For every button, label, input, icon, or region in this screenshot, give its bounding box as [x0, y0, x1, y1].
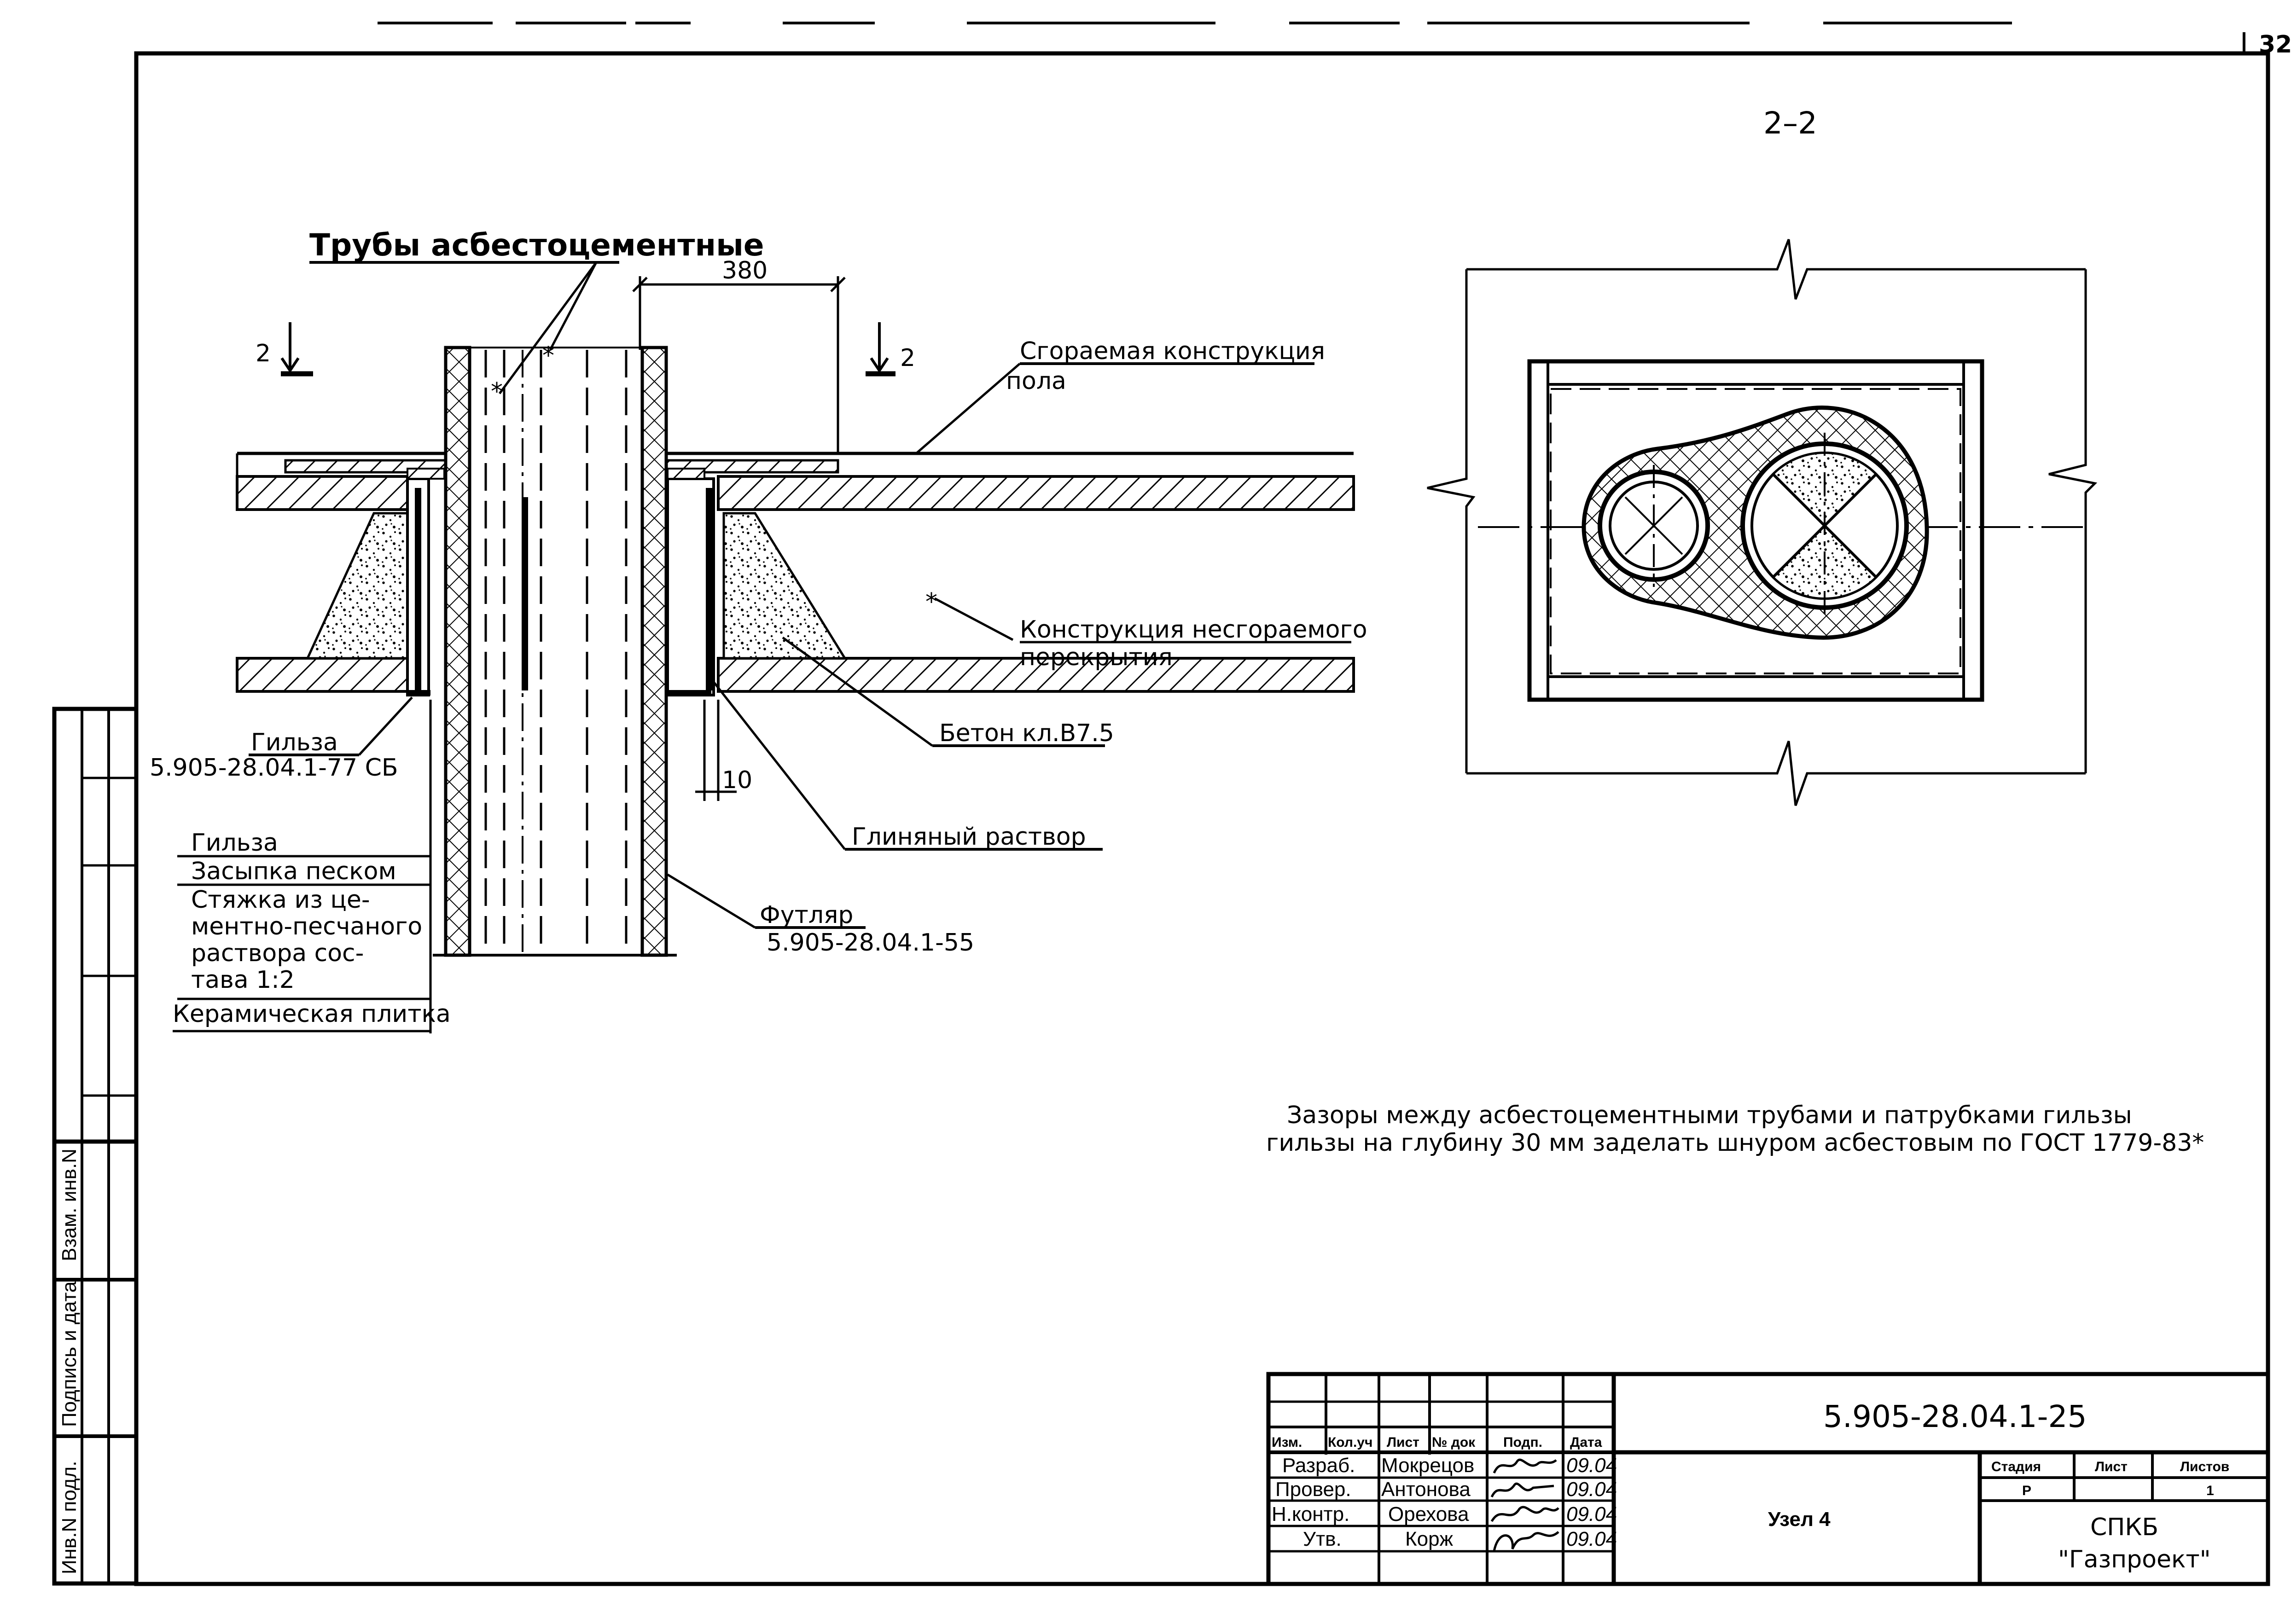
tb-sheet-header: Лист [2095, 1459, 2128, 1474]
tb-name-4: Корж [1405, 1528, 1454, 1550]
tb-org-1: СПКБ [2090, 1514, 2158, 1541]
legend-item-7: Керамическая плитка [173, 1000, 451, 1028]
note-line-2: гильзы на глубину 30 мм заделать шнуром … [1266, 1129, 2204, 1157]
tb-doc-code: 5.905-28.04.1-25 [1823, 1399, 2087, 1434]
tb-date-1: 09.04 [1566, 1454, 1617, 1477]
slab-bottom-band-right [717, 657, 1355, 693]
note-line-1: Зазоры между асбестоцементными трубами и… [1287, 1102, 2132, 1129]
title-block: Изм. Кол.уч Лист № док Подп. Дата Разраб… [1266, 1372, 2270, 1586]
tb-title: Узел 4 [1768, 1508, 1831, 1531]
tb-sheets-value: 1 [2206, 1483, 2214, 1498]
tb-header-ndok: № док [1432, 1435, 1476, 1450]
tb-date-3: 09.04 [1566, 1503, 1617, 1525]
tb-stage-header: Стадия [1991, 1459, 2041, 1474]
tb-header-list: Лист [1387, 1435, 1419, 1450]
label-combustible-floor-2: пола [1006, 367, 1066, 395]
label-clay-mortar: Глиняный раствор [852, 823, 1086, 851]
slab-top-band-right [717, 475, 1355, 511]
label-pipes: Трубы асбестоцементные [309, 227, 764, 263]
slab-top-band-left [236, 475, 414, 511]
tb-date-2: 09.04 [1566, 1478, 1617, 1501]
plan-view: 2–2 [1427, 105, 2098, 806]
break-line-bottom [1466, 741, 2086, 806]
legend-item-5: раствора сос- [191, 940, 364, 967]
dimension-380: 380 [722, 257, 768, 284]
side-stamp-inv: Инв.N подл. [58, 1461, 81, 1574]
label-concrete: Бетон кл.В7.5 [939, 719, 1114, 747]
tb-role-4: Утв. [1303, 1528, 1342, 1550]
break-line-top [1466, 239, 2086, 300]
section-title: 2–2 [1763, 105, 1817, 141]
legend-item-1: Гильза [191, 829, 278, 857]
tb-header-data: Дата [1570, 1435, 1602, 1450]
label-sleeve-code: 5.905-28.04.1-77 СБ [150, 754, 398, 782]
legend-item-6: тава 1:2 [191, 966, 295, 994]
svg-text:*: * [491, 378, 503, 406]
label-noncombustible-2: перекрытия [1020, 644, 1173, 671]
tb-stage-value: Р [2022, 1483, 2031, 1498]
legend-item-2: Засыпка песком [191, 858, 396, 885]
side-stamp: Взам. инв.N Подпись и дата Инв.N подл. [52, 707, 139, 1586]
layer-legend: Гильза Засыпка песком Стяжка из це- мент… [173, 700, 451, 1033]
concrete-fill-left [306, 512, 409, 660]
label-sleeve-top: Гильза [251, 729, 338, 756]
tb-date-4: 09.04 [1566, 1528, 1617, 1550]
tb-name-3: Орехова [1388, 1503, 1469, 1525]
section-view: 2 2 380 10 Трубы асбестоцементные * * Сг… [150, 227, 1367, 1033]
break-line-left [1427, 269, 1476, 773]
tb-sheets-header: Листов [2180, 1459, 2229, 1474]
svg-text:*: * [925, 588, 937, 616]
signatures [1490, 1458, 1559, 1552]
label-combustible-floor-1: Сгораемая конструкция [1020, 337, 1325, 365]
label-case: Футляр [760, 901, 853, 929]
tb-header-podp: Подп. [1503, 1435, 1542, 1450]
tb-role-2: Провер. [1275, 1478, 1351, 1501]
tb-role-3: Н.контр. [1272, 1503, 1349, 1525]
case-wall-left [444, 346, 471, 957]
case-wall-right [640, 346, 668, 957]
tb-header-koluch: Кол.уч [1328, 1435, 1372, 1450]
tb-name-2: Антонова [1381, 1478, 1471, 1501]
label-case-code: 5.905-28.04.1-55 [767, 929, 974, 957]
svg-text:*: * [542, 342, 554, 370]
tb-header-izm: Изм. [1272, 1435, 1302, 1450]
side-stamp-vzam: Взам. инв.N [58, 1148, 81, 1261]
break-line-right [2048, 269, 2098, 773]
slab-bottom-band-left [236, 657, 414, 693]
concrete-fill-right [722, 512, 847, 660]
label-noncombustible-1: Конструкция несгораемого [1020, 616, 1367, 644]
legend-item-4: ментно-песчаного [191, 913, 422, 940]
section-mark-right: 2 [900, 344, 915, 372]
tb-name-1: Мокрецов [1381, 1454, 1474, 1477]
section-mark-left: 2 [256, 340, 271, 367]
legend-item-3: Стяжка из це- [191, 886, 370, 914]
dimension-10: 10 [722, 766, 752, 794]
tb-org-2: "Газпроект" [2058, 1546, 2211, 1573]
side-stamp-podpis: Подпись и дата [58, 1281, 81, 1427]
tb-role-1: Разраб. [1282, 1454, 1355, 1477]
